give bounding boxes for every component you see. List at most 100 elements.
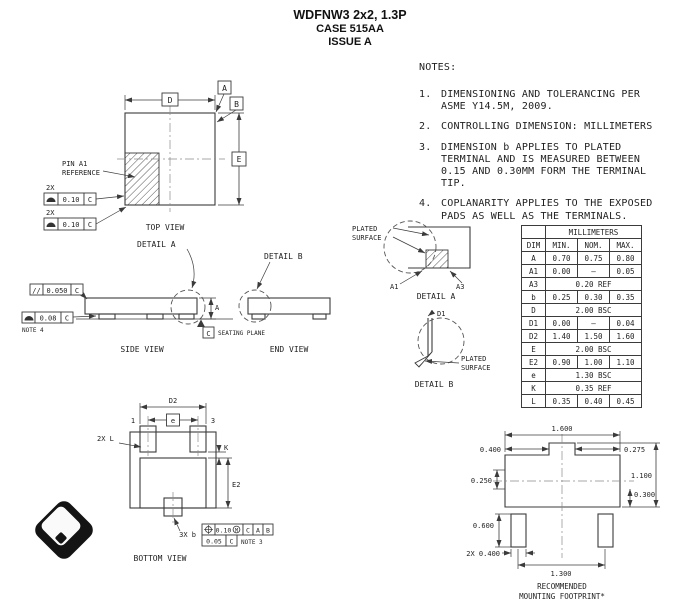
fcf-datum: C [88,196,92,204]
detail-b-zone-circle [238,289,272,323]
dim-cell: D1 [521,316,546,330]
dim-right-label: 0.300 [634,491,655,499]
note-text: COPLANARITY APPLIES TO THE EXPOSED PADS … [441,198,653,222]
magnify-boundary [417,317,465,365]
table-row: K 0.35 REF [521,381,642,395]
bottom-view: 1 3 D2 e 2X L K [97,397,274,563]
terminal-pad [251,313,266,320]
note-number: 3. [419,141,432,153]
note-item: 1. DIMENSIONING AND TOLERANCING PER ASME… [419,89,693,113]
datum-a-box [217,80,232,95]
mounting-footprint: 1.600 0.400 0.275 0.250 1.100 0.300 [466,425,660,601]
table-row: E2 0.90 1.00 1.10 [521,355,642,369]
table-row: D1 0.00 — 0.04 [521,316,642,330]
datum-a-label: A [222,84,227,93]
plated-surface-label: SURFACE [461,364,491,372]
parallelism-icon: // [32,287,40,295]
value-cell: 1.10 [609,355,642,369]
fcf-datum: C [246,527,250,535]
detail-a-view: PLATED SURFACE A1 A3 DETAIL A [352,220,471,301]
plated-surface-label: SURFACE [352,234,382,242]
plated-terminal-hatch [425,249,449,269]
dim-cell: E2 [521,355,546,369]
note3-reference: NOTE 3 [241,539,263,546]
view-title-detail-b: DETAIL B [415,380,454,389]
terminal-pad [178,313,195,320]
qty-2x-label: 2X [46,209,55,217]
dim-left-label: 0.250 [471,477,492,485]
mmc-modifier-icon [232,525,241,534]
issue-revision: ISSUE A [328,36,372,48]
fcf-datum: C [75,287,79,295]
datum-a-leader [215,93,225,113]
value-cell: 0.80 [609,251,642,265]
value-cell: — [577,264,610,278]
plated-surface-leaders [392,227,430,254]
value-cell: 0.75 [577,251,610,265]
value-cell-span: 2.00 BSC [545,303,642,317]
note-number: 4. [419,198,432,210]
table-row: A 0.70 0.75 0.80 [521,251,642,265]
fcf-bottom-1: 0.10 M C A B [201,523,274,536]
profile-of-surface-icon [24,316,34,321]
datum-b-box [229,96,244,111]
table-row: E 2.00 BSC [521,342,642,356]
footprint-pad [597,513,614,548]
dim-0250-lines [493,469,505,490]
note-text: DIMENSIONING AND TOLERANCING PER ASME Y1… [441,89,641,113]
note-number: 2. [419,121,432,133]
terminal-pad [312,313,327,320]
datum-b-leader [216,109,237,123]
table-units-row: MILLIMETERS [521,225,642,239]
fcf-tolerance: 0.10 [63,196,80,204]
plated-edge-hatch [414,351,433,368]
pin-1-number: 1 [131,417,135,425]
value-cell: 1.00 [577,355,610,369]
dimension-d2-lines [139,403,207,424]
fcf-tolerance: 0.08 [40,315,57,323]
value-cell-span: 0.20 REF [545,277,642,291]
value-cell: 1.40 [545,329,578,343]
dim-d2-label: D2 [169,397,177,405]
l-leader [118,442,142,449]
plated-surface-leader [424,358,460,364]
end-view: DETAIL B END VIEW [238,252,331,354]
detail-b-leader [256,261,271,290]
title-block: WDFNW3 2x2, 1.3P CASE 515AA ISSUE A [0,8,700,48]
position-icon [204,525,213,534]
value-cell: 0.25 [545,290,578,304]
detail-b-callout-label: DETAIL B [264,252,303,261]
value-cell: 0.04 [609,316,642,330]
fcf-datum: C [230,538,234,546]
fcf-tolerance: 0.10 [63,221,80,229]
mmc-modifier-letter: M [235,528,238,534]
dim-k-label: K [224,444,229,452]
dim-cell: L [521,394,546,408]
profile-of-surface-icon [46,222,56,227]
side-body-outline [84,297,198,315]
view-title-top: TOP VIEW [146,223,185,232]
dim-2x-l-label: 2X L [97,435,114,443]
dim-e-label: E [237,155,242,164]
dim-d-box [161,92,179,107]
dim-cell: e [521,368,546,382]
part-title: WDFNW3 2x2, 1.3P [293,8,407,22]
footprint-pad [510,513,527,548]
end-body-outline [247,297,331,315]
table-units-header: MILLIMETERS [545,225,642,239]
dim-cell: A3 [521,277,546,291]
column-header: MAX. [609,238,642,252]
value-cell-span: 0.35 REF [545,381,642,395]
center-lines [493,434,634,558]
dim-cell: A [521,251,546,265]
plated-surface-label: PLATED [352,225,377,233]
detail-a-callout: DETAIL A [137,240,197,289]
dim-pitch-label: 1.300 [550,570,571,578]
value-cell: 0.40 [577,394,610,408]
note-item: 2. CONTROLLING DIMENSION: MILLIMETERS [419,121,693,133]
b-leader [173,517,181,532]
fcf-datum: A [256,527,260,535]
dim-cell: K [521,381,546,395]
magnify-boundary [383,220,437,274]
